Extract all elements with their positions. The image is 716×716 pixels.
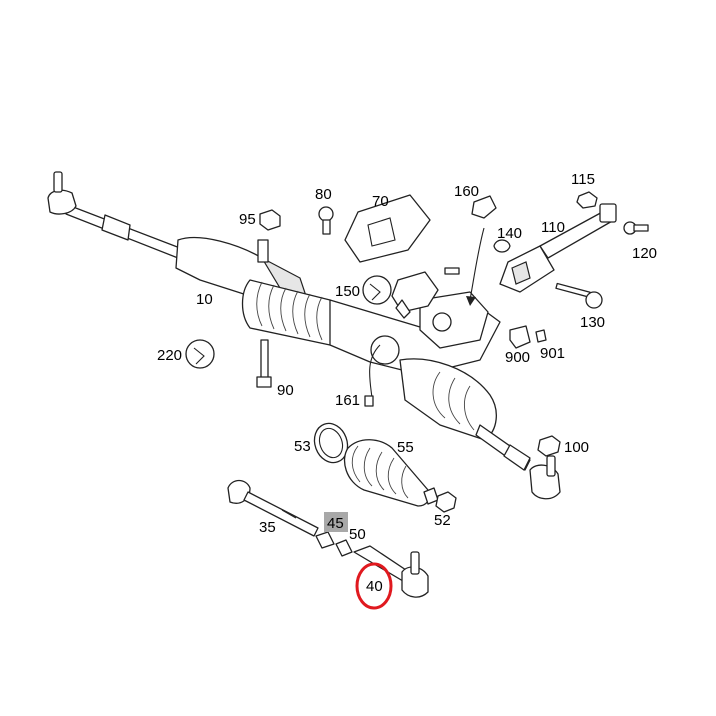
label-900: 900 xyxy=(505,349,530,366)
label-10: 10 xyxy=(196,291,213,308)
part-40-highlight-circle xyxy=(355,562,393,610)
part-161-screw xyxy=(364,395,374,407)
part-40-tie-rod-end xyxy=(353,545,429,598)
part-100-nut xyxy=(537,435,561,457)
part-52-nut xyxy=(435,491,457,513)
label-52: 52 xyxy=(434,512,451,529)
part-45-highlight xyxy=(324,512,348,532)
label-90: 90 xyxy=(277,382,294,399)
part-95-nut xyxy=(259,209,281,231)
sensor-cable xyxy=(369,344,381,399)
label-40: 40 xyxy=(366,578,383,595)
label-45: 45 xyxy=(327,515,344,532)
part-53-clamp xyxy=(313,422,349,464)
label-35: 35 xyxy=(259,519,276,536)
label-53: 53 xyxy=(294,438,311,455)
part-50-spacer xyxy=(335,539,353,557)
part-110-steering-shaft xyxy=(499,203,617,293)
label-110: 110 xyxy=(541,219,565,236)
part-115-nut xyxy=(576,191,598,209)
label-80: 80 xyxy=(315,186,332,203)
arrow-head xyxy=(466,296,476,306)
steering-rack-assembly xyxy=(47,171,561,500)
label-120: 120 xyxy=(632,245,657,262)
part-55-boot xyxy=(343,439,439,507)
part-160-bushing xyxy=(471,195,497,219)
assembly-arrow xyxy=(469,227,485,301)
label-130: 130 xyxy=(580,314,605,331)
part-120-bolt xyxy=(623,221,649,235)
part-sensor-actuator xyxy=(391,267,460,319)
label-55: 55 xyxy=(397,439,414,456)
label-115: 115 xyxy=(571,171,595,188)
label-220: 220 xyxy=(157,347,182,364)
label-150: 150 xyxy=(335,283,360,300)
label-100: 100 xyxy=(564,439,589,456)
label-161: 161 xyxy=(335,392,360,409)
part-35-inner-tie-rod xyxy=(227,479,319,537)
part-900-bracket xyxy=(509,325,547,349)
label-50: 50 xyxy=(349,526,366,543)
part-140-washer xyxy=(493,239,511,253)
part-70-cover xyxy=(344,194,431,263)
part-90-bolt xyxy=(256,339,272,388)
part-220-clip xyxy=(185,339,215,369)
label-140: 140 xyxy=(497,225,522,242)
part-45-spacer xyxy=(315,531,335,549)
label-70: 70 xyxy=(372,193,389,210)
label-160: 160 xyxy=(454,183,479,200)
label-95: 95 xyxy=(239,211,256,228)
part-150-clip xyxy=(362,275,392,305)
label-901: 901 xyxy=(540,345,565,362)
part-80-bolt xyxy=(318,206,334,235)
part-130-bolt xyxy=(555,282,603,309)
